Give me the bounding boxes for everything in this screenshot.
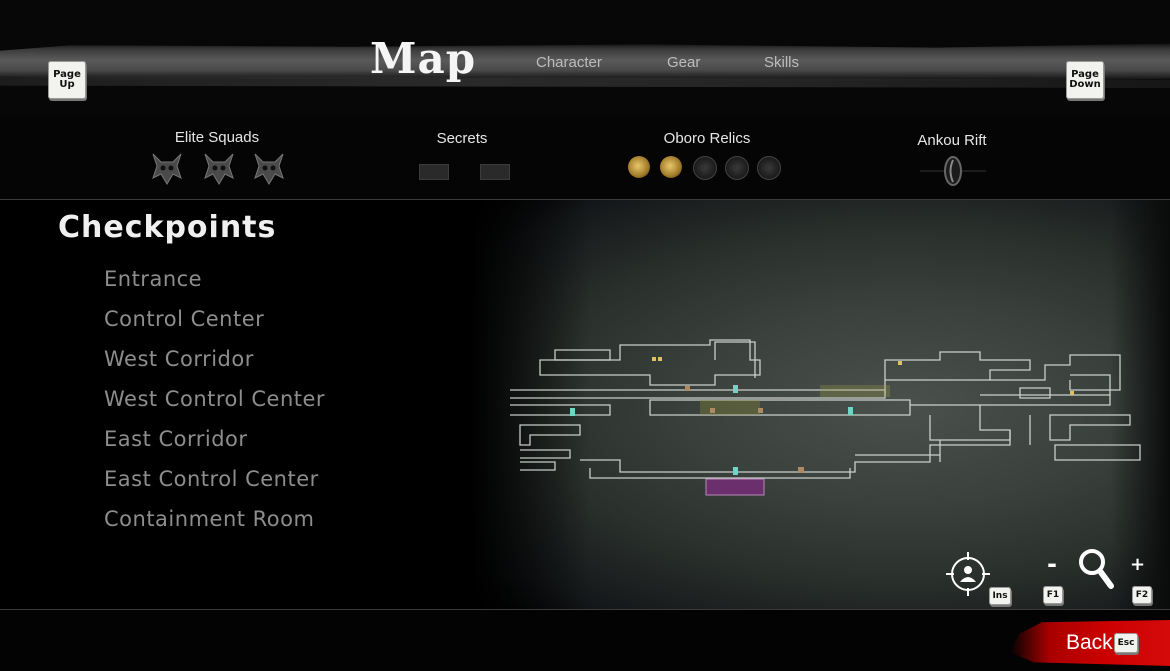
zoom-in-key[interactable]: F2 (1132, 586, 1152, 604)
secret-chest-icon (480, 164, 510, 180)
elite-squad-skull-icon (254, 153, 284, 185)
checkpoints-heading: Checkpoints (58, 210, 277, 245)
secret-chest-icon (419, 164, 449, 180)
map-fade-right (1110, 200, 1170, 610)
zoom-out-icon[interactable]: - (1047, 550, 1057, 578)
checkpoint-item[interactable]: Containment Room (104, 507, 315, 531)
explored-area (700, 400, 760, 415)
checkpoint-marker-icon (848, 407, 853, 415)
center-player-crosshair-icon[interactable] (944, 550, 992, 598)
containment-room-marker (705, 478, 765, 496)
top-bar (0, 0, 1170, 113)
center-map-key[interactable]: Ins (989, 587, 1011, 605)
back-button[interactable] (1010, 620, 1170, 666)
secrets-label: Secrets (436, 130, 488, 147)
tab-character[interactable]: Character (536, 54, 602, 71)
checkpoint-item[interactable]: Control Center (104, 307, 265, 331)
checkpoint-item[interactable]: East Corridor (104, 427, 248, 451)
oboro-relic-missing-icon (757, 156, 781, 180)
magnifier-icon (1079, 549, 1114, 589)
tab-gear[interactable]: Gear (667, 54, 701, 71)
brush-stroke (0, 43, 1170, 82)
oboro-relic-missing-icon (693, 156, 717, 180)
checkpoint-item[interactable]: Entrance (104, 267, 203, 291)
divider (0, 199, 1170, 200)
explored-area (820, 385, 890, 397)
elite-squad-skull-icon (204, 153, 234, 185)
checkpoint-marker-icon (733, 467, 738, 475)
oboro-relics-label: Oboro Relics (663, 130, 751, 147)
collectibles-bar (0, 113, 1170, 199)
checkpoint-marker-icon (733, 385, 738, 393)
page-down-button[interactable]: Page Down (1066, 61, 1104, 99)
page-title: Map (370, 34, 477, 83)
elite-squads-label: Elite Squads (174, 129, 260, 146)
page-up-button[interactable]: Page Up (48, 61, 86, 99)
oboro-relic-found-icon (628, 156, 650, 178)
checkpoint-item[interactable]: East Control Center (104, 467, 319, 491)
oboro-relic-missing-icon (725, 156, 749, 180)
back-key[interactable]: Esc (1114, 633, 1138, 653)
tab-skills[interactable]: Skills (764, 54, 800, 71)
zoom-in-icon[interactable]: + (1130, 554, 1146, 575)
divider (0, 609, 1170, 610)
elite-squad-skull-icon (152, 153, 182, 185)
level-map[interactable] (470, 200, 1170, 610)
checkpoint-item[interactable]: West Control Center (104, 387, 326, 411)
checkpoint-marker-icon (570, 408, 575, 416)
back-label[interactable]: Back (1066, 631, 1113, 654)
zoom-out-key[interactable]: F1 (1043, 586, 1063, 604)
ankou-rift-icon (920, 156, 986, 186)
oboro-relic-found-icon (660, 156, 682, 178)
checkpoint-item[interactable]: West Corridor (104, 347, 254, 371)
footer-bar (0, 610, 1170, 671)
ankou-rift-label: Ankou Rift (917, 132, 987, 149)
brush-stroke-shadow (0, 76, 1170, 88)
